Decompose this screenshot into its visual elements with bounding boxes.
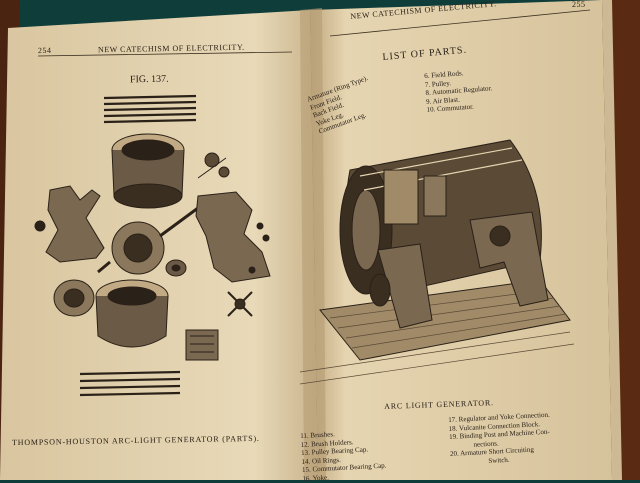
regulator-coils bbox=[383, 169, 419, 225]
pulley bbox=[53, 279, 95, 317]
generator-base bbox=[319, 279, 571, 361]
brush-holder-part bbox=[227, 291, 253, 317]
generator-illustration bbox=[299, 139, 575, 385]
field-rods-bottom bbox=[79, 370, 181, 397]
front-leg bbox=[377, 243, 433, 329]
page-edge bbox=[602, 0, 622, 480]
right-header-rule bbox=[329, 9, 591, 37]
parts-list-bottom-right: 17. Regulator and Yoke Connection. 18. V… bbox=[448, 411, 552, 467]
front-field bbox=[111, 133, 185, 209]
yoke-leg-right bbox=[195, 191, 271, 283]
parts-list-top-right: 6. Field Rods. 7. Pulley. 8. Automatic R… bbox=[424, 67, 494, 114]
parts-illustration bbox=[34, 94, 271, 397]
armature-ring bbox=[97, 206, 199, 275]
left-page-number: 254 bbox=[37, 45, 52, 56]
figure-label: FIG. 137. bbox=[129, 73, 169, 86]
field-rods-top bbox=[103, 94, 197, 124]
parts-list-bottom-left: 11. Brushes. 12. Brush Holders. 13. Pull… bbox=[300, 428, 387, 483]
regulator-part bbox=[185, 329, 219, 361]
gutter-shadow bbox=[300, 8, 326, 480]
right-page-number: 255 bbox=[572, 0, 586, 9]
commutator-part bbox=[165, 259, 187, 277]
commutator-support bbox=[469, 211, 549, 307]
small-parts-right bbox=[197, 152, 270, 274]
back-field bbox=[95, 279, 169, 348]
front-pulley bbox=[369, 273, 391, 307]
left-header-rule bbox=[37, 51, 293, 57]
yoke-leg-left bbox=[34, 185, 105, 263]
